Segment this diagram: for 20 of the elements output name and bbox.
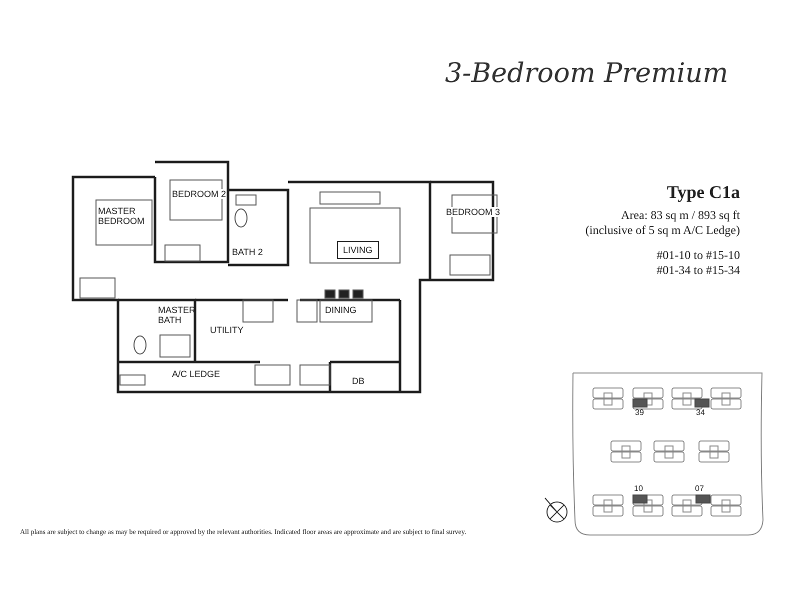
- block-number: 39: [635, 408, 644, 418]
- room-label: LIVING: [337, 241, 379, 260]
- room-label: DINING: [325, 305, 356, 316]
- room-label: BATH 2: [232, 247, 263, 258]
- block-number: 34: [696, 408, 705, 418]
- room-label: MASTER BATH: [158, 305, 192, 326]
- unit-range: #01-10 to #15-10: [656, 249, 740, 263]
- block-number: 10: [634, 484, 643, 494]
- unit-type-heading: Type C1a: [666, 182, 740, 203]
- room-label: BEDROOM 2: [172, 189, 226, 200]
- title: 3-Bedroom Premium: [445, 58, 728, 90]
- room-label: DB: [352, 376, 365, 386]
- room-label: MASTER BEDROOM: [98, 206, 144, 227]
- block-number: 07: [695, 484, 704, 494]
- room-label: UTILITY: [210, 325, 244, 336]
- unit-range: #01-34 to #15-34: [656, 264, 740, 278]
- area-text: Area: 83 sq m / 893 sq ft: [621, 209, 740, 223]
- area-note: (inclusive of 5 sq m A/C Ledge): [585, 224, 740, 238]
- room-label: BEDROOM 3: [446, 207, 500, 218]
- room-label: A/C LEDGE: [172, 369, 220, 380]
